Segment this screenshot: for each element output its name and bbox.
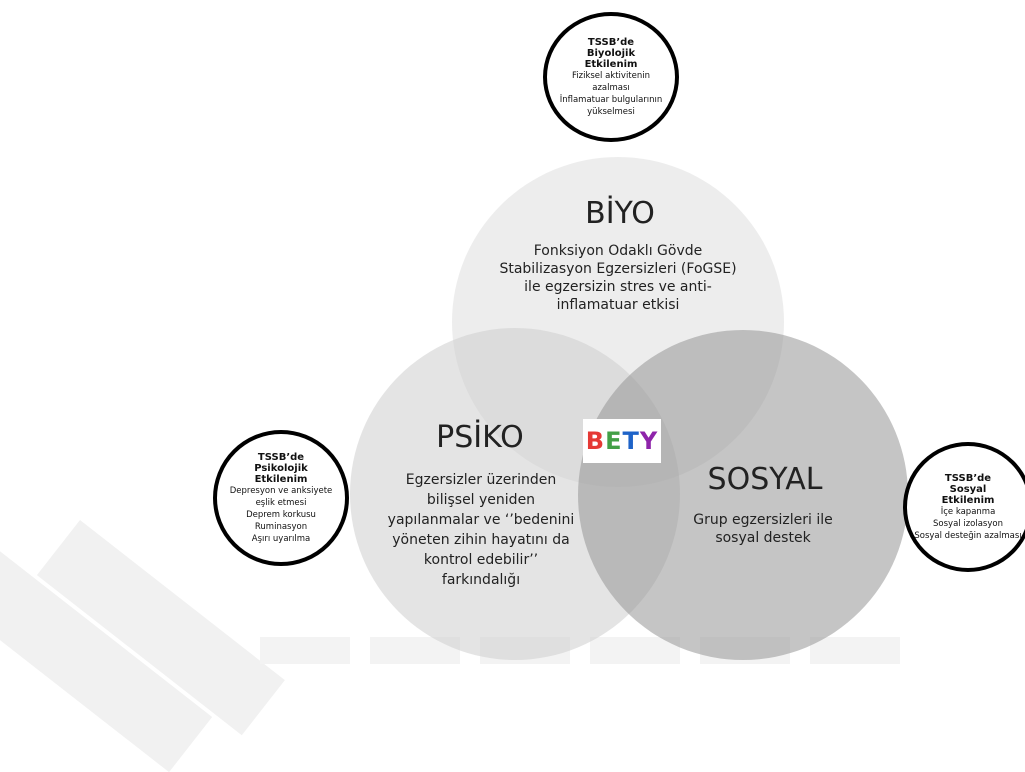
biyo-title: BİYO bbox=[585, 196, 655, 231]
psiko-title: PSİKO bbox=[436, 420, 524, 455]
sosyal-title: SOSYAL bbox=[707, 462, 823, 497]
effect-heading: Psikolojik bbox=[254, 462, 308, 474]
effect-item: İçe kapanma bbox=[940, 506, 996, 517]
sosyal-description: Grup egzersizleri ile sosyal destek bbox=[693, 512, 833, 546]
bety-letter-b: B bbox=[585, 427, 606, 455]
bety-letter-e: E bbox=[605, 427, 623, 455]
effect-heading: Etkilenim bbox=[584, 58, 638, 70]
effect-heading: Etkilenim bbox=[941, 494, 995, 506]
biological-effect-circle: TSSB’de Biyolojik Etkilenim Fiziksel akt… bbox=[543, 12, 679, 142]
effect-item: Ruminasyon bbox=[254, 521, 308, 532]
effect-heading: Sosyal bbox=[949, 483, 987, 495]
watermark-bar bbox=[810, 637, 900, 664]
psiko-description: Egzersizler üzerinden bilişsel yeniden y… bbox=[387, 472, 575, 588]
bety-letter-t: T bbox=[622, 427, 640, 455]
effect-item: yükselmesi bbox=[587, 106, 635, 117]
effect-heading: TSSB’de bbox=[257, 451, 305, 463]
effect-item: eşlik etmesi bbox=[255, 497, 307, 508]
effect-item: azalması bbox=[592, 82, 630, 93]
bety-logo: B E T Y bbox=[583, 419, 661, 463]
psychological-effect-circle: TSSB’de Psikolojik Etkilenim Depresyon v… bbox=[213, 430, 349, 566]
effect-item: Sosyal izolasyon bbox=[933, 518, 1003, 529]
effect-heading: TSSB’de bbox=[944, 472, 992, 484]
effect-item: Aşırı uyarılma bbox=[251, 533, 311, 544]
bety-letter-y: Y bbox=[639, 427, 659, 455]
biyo-description: Fonksiyon Odaklı Gövde Stabilizasyon Egz… bbox=[499, 243, 737, 313]
watermark-bar bbox=[590, 637, 680, 664]
effect-heading: Biyolojik bbox=[586, 47, 636, 59]
effect-heading: TSSB’de bbox=[587, 36, 635, 48]
sosyal-circle bbox=[578, 330, 908, 660]
effect-item: Deprem korkusu bbox=[246, 509, 316, 520]
effect-item: Depresyon ve anksiyete bbox=[229, 485, 333, 496]
effect-heading: Etkilenim bbox=[254, 473, 308, 485]
watermark-bar bbox=[260, 637, 350, 664]
effect-item: İnflamatuar bulgularının bbox=[559, 94, 663, 105]
social-effect-circle: TSSB’de Sosyal Etkilenim İçe kapanma Sos… bbox=[903, 442, 1025, 572]
effect-item: Fiziksel aktivitenin bbox=[571, 70, 650, 81]
effect-item: Sosyal desteğin azalması bbox=[914, 530, 1022, 541]
